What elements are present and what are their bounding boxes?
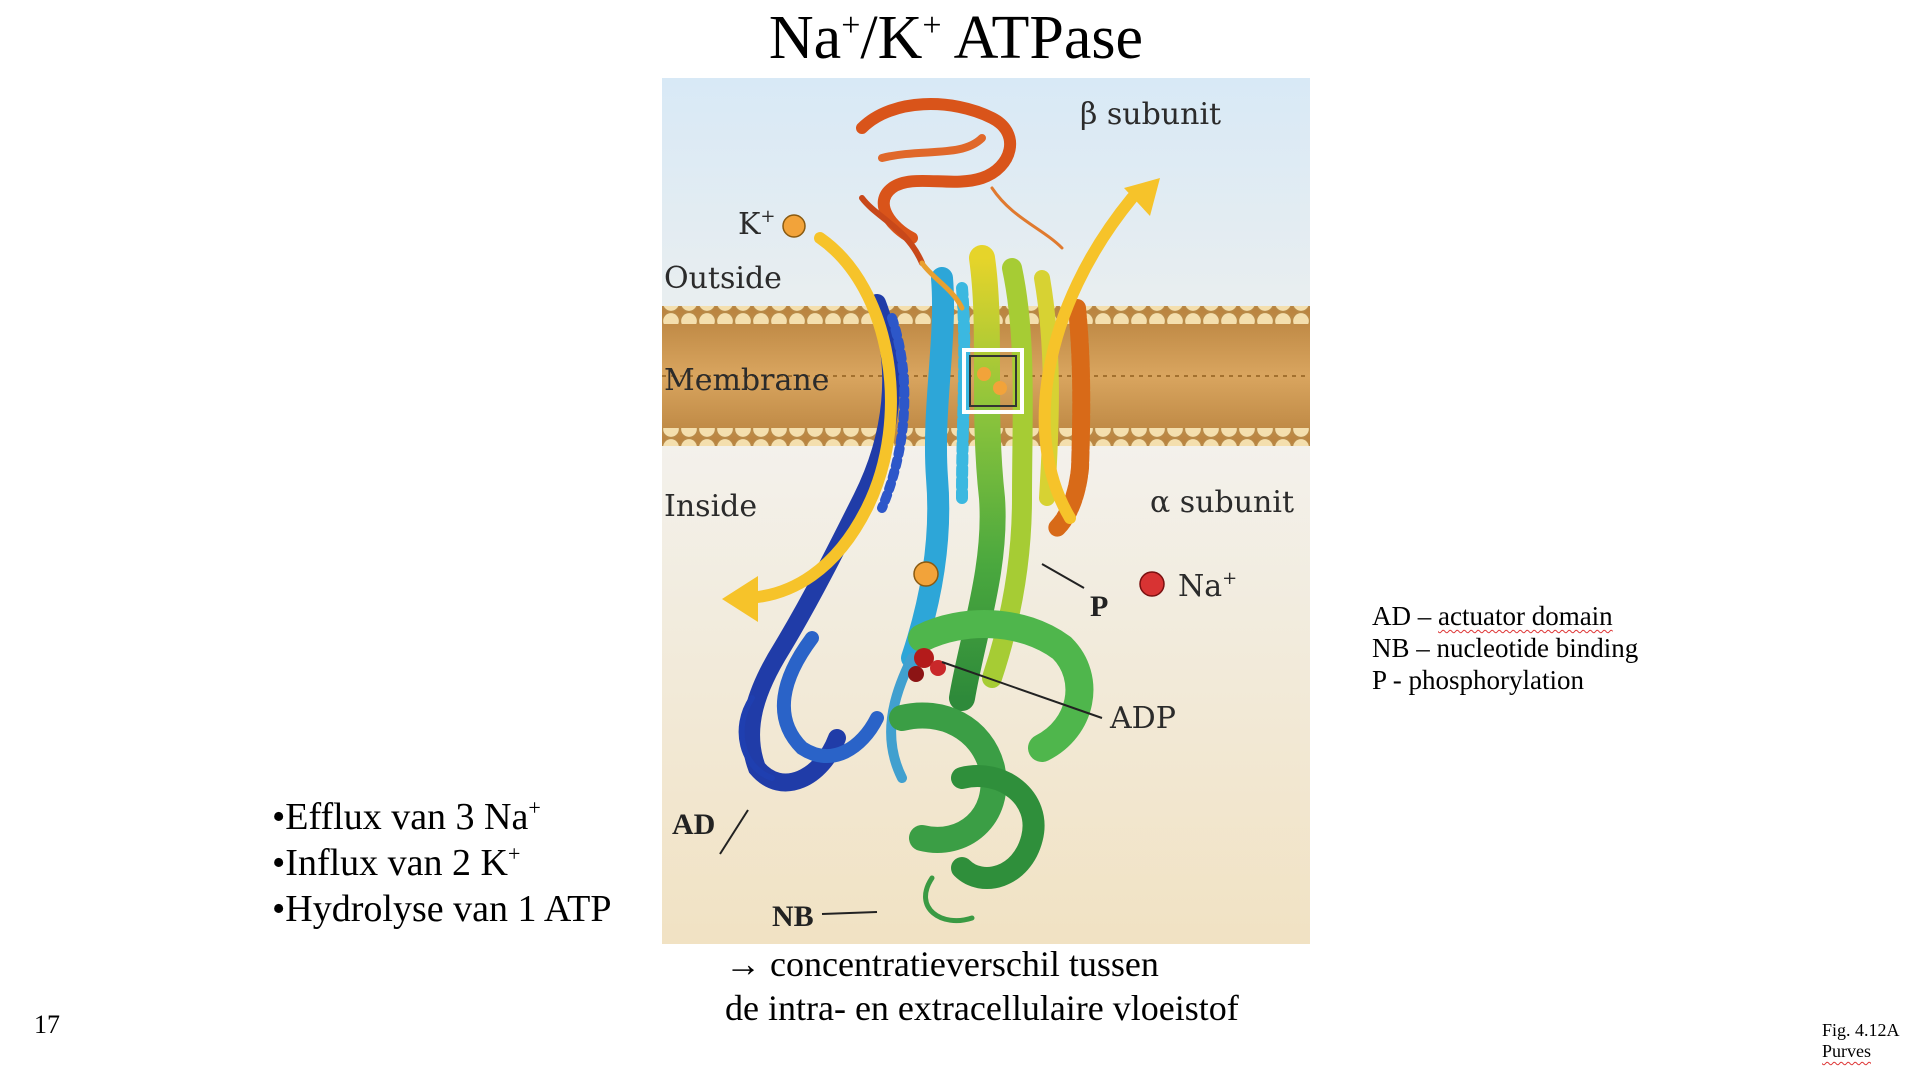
beta-subunit-structure <box>856 98 1064 311</box>
membrane-label: Membrane <box>664 363 829 398</box>
nb-leader-line <box>821 911 878 915</box>
na-ion-label: Na+ <box>1178 568 1237 604</box>
beta-subunit-label: β subunit <box>1080 97 1221 132</box>
summary-bullet-list: •Efflux van 3 Na+ •Influx van 2 K+ •Hydr… <box>272 794 611 932</box>
bullet-item: •Hydrolyse van 1 ATP <box>272 888 612 930</box>
atpase-structure-figure: β subunit K+ Outside Membrane Inside α s… <box>662 78 1310 944</box>
p-label: P <box>1090 590 1108 623</box>
na-transport-arrow <box>1038 178 1160 524</box>
adp-molecule <box>908 648 946 682</box>
conclusion-text: → concentratieverschil tussen de intra- … <box>725 944 1239 1028</box>
figure-source-citation: Fig. 4.12A Purves <box>1822 1020 1900 1061</box>
ad-label: AD <box>672 808 715 841</box>
adp-label: ADP <box>1109 701 1176 736</box>
legend-item: NB – nucleotide binding <box>1372 633 1639 663</box>
bullet-item: •Influx van 2 K+ <box>272 841 521 884</box>
na-ion-inside <box>1139 571 1165 597</box>
legend-item: AD – actuator domain <box>1372 601 1613 631</box>
figure-svg: β subunit K+ Outside Membrane Inside α s… <box>662 78 1310 944</box>
ion-binding-site-box <box>962 348 1024 414</box>
outside-label: Outside <box>664 261 782 296</box>
slide-number: 17 <box>34 1010 60 1039</box>
legend-item: P - phosphorylation <box>1372 665 1585 695</box>
k-ion-label: K+ <box>738 206 776 242</box>
adp-leader-line <box>941 661 1103 719</box>
slide-title: Na+/K+ ATPase <box>768 4 1144 72</box>
bullet-item: •Efflux van 3 Na+ <box>272 795 541 838</box>
alpha-subunit-label: α subunit <box>1150 485 1294 520</box>
k-ion-outside <box>782 214 806 238</box>
p-leader-line <box>1041 563 1085 589</box>
ad-leader-line <box>719 809 749 855</box>
nb-label: NB <box>772 900 814 933</box>
k-ion-inside <box>913 561 939 587</box>
k-transport-arrow <box>722 232 897 622</box>
abbreviation-legend: AD – actuator domain NB – nucleotide bin… <box>1372 600 1638 696</box>
inside-label: Inside <box>664 489 757 524</box>
